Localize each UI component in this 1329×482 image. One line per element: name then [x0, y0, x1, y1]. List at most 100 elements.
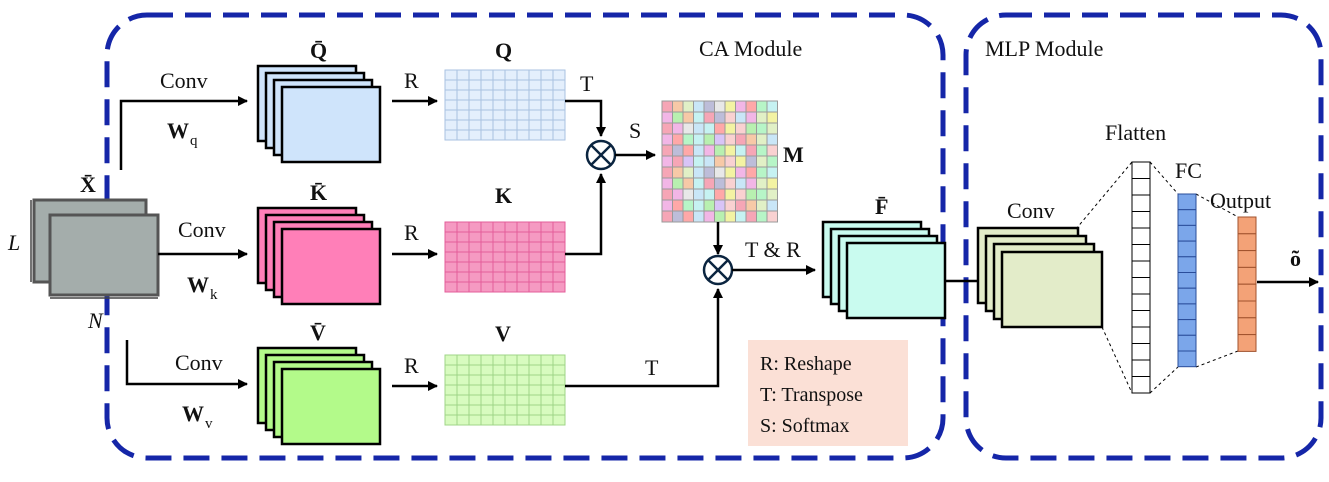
k-matrix-cell	[468, 261, 482, 273]
attention-matrix-cell	[766, 177, 778, 190]
output-cell	[1237, 283, 1257, 302]
q-matrix-cell	[456, 119, 470, 131]
flatten-cell	[1131, 343, 1151, 361]
attention-matrix-cell	[724, 166, 736, 179]
v-matrix-cell	[468, 394, 482, 406]
k-matrix-cell	[492, 281, 506, 293]
q-matrix-cell	[504, 79, 518, 91]
output-cell	[1237, 250, 1257, 268]
v-matrix-cell	[516, 414, 530, 426]
k-matrix-cell	[540, 251, 554, 263]
v-weight-label: W	[182, 401, 204, 426]
attention-matrix-cell	[672, 199, 684, 212]
k-matrix-cell	[504, 281, 518, 293]
q-matrix-cell	[444, 69, 458, 81]
attention-matrix-cell	[735, 199, 747, 212]
attention-matrix-cell	[682, 210, 694, 223]
flatten-cell	[1131, 194, 1151, 212]
attention-matrix-cell	[714, 188, 726, 201]
k-matrix-cell	[468, 281, 482, 293]
k-matrix-cell	[444, 221, 458, 233]
k-matrix-cell	[504, 261, 518, 273]
k-matrix-cell	[480, 271, 494, 283]
attention-matrix-cell	[703, 210, 715, 223]
fc-cell	[1177, 193, 1197, 211]
q-matrix-cell	[552, 99, 566, 111]
k-matrix-cell	[540, 261, 554, 273]
tr-label: T & R	[745, 237, 801, 262]
attention-matrix-cell	[724, 100, 736, 113]
q-matrix-cell	[528, 69, 542, 81]
attention-matrix-cell	[714, 133, 726, 146]
attention-matrix-cell	[745, 144, 757, 157]
legend-transpose: T: Transpose	[760, 384, 863, 406]
fc-cell	[1177, 287, 1197, 305]
attention-matrix-cell	[682, 166, 694, 179]
v-matrix-label: V	[495, 321, 511, 346]
v-matrix-cell	[444, 404, 458, 416]
v-matrix-cell	[444, 414, 458, 426]
attention-matrix-cell	[661, 166, 673, 179]
attention-matrix-cell	[672, 122, 684, 135]
attention-matrix-cell	[693, 155, 705, 168]
k-matrix-cell	[552, 261, 566, 273]
fc-cell	[1177, 224, 1197, 242]
q-matrix-cell	[516, 129, 530, 141]
k-feature-label: K̄	[310, 180, 327, 205]
attention-matrix-cell	[735, 122, 747, 135]
v-matrix-cell	[528, 354, 542, 366]
attention-matrix-cell	[693, 144, 705, 157]
attention-matrix-cell	[682, 199, 694, 212]
k-matrix-cell	[528, 231, 542, 243]
k-matrix-cell	[444, 261, 458, 273]
q-matrix-cell	[504, 119, 518, 131]
q-matrix-cell	[552, 129, 566, 141]
q-matrix-cell	[456, 69, 470, 81]
flatten-cell	[1131, 326, 1151, 344]
attention-matrix-cell	[735, 177, 747, 190]
v-matrix-cell	[552, 354, 566, 366]
fc-cell	[1177, 209, 1197, 226]
v-feature-stack	[256, 346, 382, 446]
q-matrix-cell	[516, 99, 530, 111]
k-matrix-cell	[492, 221, 506, 233]
attention-matrix-cell	[766, 144, 778, 157]
attention-matrix-cell	[703, 111, 715, 124]
k-matrix-cell	[540, 271, 554, 283]
attention-matrix-cell	[672, 155, 684, 168]
k-matrix-cell	[480, 221, 494, 233]
v-matrix-cell	[480, 404, 494, 416]
v-matrix-cell	[468, 384, 482, 396]
attention-matrix-cell	[756, 166, 768, 179]
attention-matrix-cell	[693, 199, 705, 212]
k-matrix-cell	[480, 231, 494, 243]
attention-matrix-cell	[745, 122, 757, 135]
attention-matrix-cell	[703, 144, 715, 157]
attention-matrix-cell	[735, 188, 747, 201]
v-matrix-grid	[444, 354, 566, 426]
attention-matrix-cell	[672, 100, 684, 113]
q-matrix-cell	[540, 109, 554, 121]
attention-matrix-cell	[766, 100, 778, 113]
flatten-connectors	[1075, 161, 1239, 394]
k-matrix-cell	[456, 281, 470, 293]
attention-matrix-cell	[703, 188, 715, 201]
fc-cell	[1177, 334, 1197, 352]
k-matrix-cell	[528, 221, 542, 233]
attention-matrix-cell	[745, 166, 757, 179]
q-matrix-cell	[516, 89, 530, 101]
k-matrix-cell	[552, 251, 566, 263]
attention-matrix-cell	[703, 166, 715, 179]
k-matrix-cell	[480, 281, 494, 293]
k-matrix-cell	[540, 221, 554, 233]
k-matrix-cell	[504, 231, 518, 243]
attention-matrix-cell	[756, 100, 768, 113]
v-matrix-cell	[456, 364, 470, 376]
v-matrix-cell	[540, 414, 554, 426]
q-matrix-cell	[456, 89, 470, 101]
k-matrix-cell	[456, 271, 470, 283]
k-matrix-cell	[552, 221, 566, 233]
v-matrix-cell	[504, 414, 518, 426]
multiply-node-mv	[702, 254, 734, 286]
v-matrix-cell	[540, 394, 554, 406]
